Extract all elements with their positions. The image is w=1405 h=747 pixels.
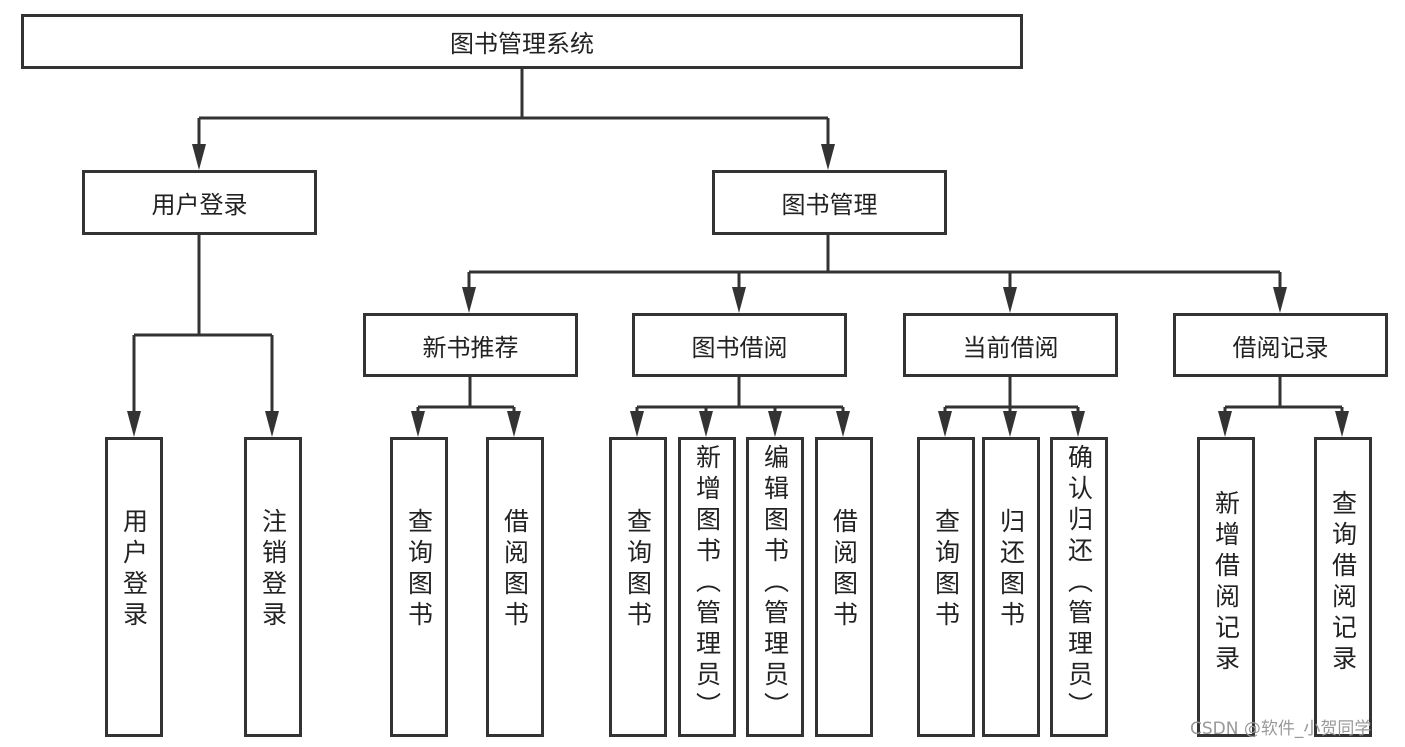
arrowhead-icon [821, 144, 835, 170]
leaf-node: 新增图书（管理员） [678, 437, 736, 737]
arrowhead-icon [768, 411, 782, 437]
module-book-management: 图书管理 [712, 170, 947, 235]
leaf-node: 借阅图书 [486, 437, 544, 737]
module-label: 用户登录 [151, 191, 248, 219]
submodule-borrow-records: 借阅记录 [1173, 313, 1388, 377]
leaf-label: 确认归还（管理员） [1064, 444, 1094, 723]
submodule-label: 图书借阅 [691, 333, 788, 362]
arrowhead-icon [630, 411, 644, 437]
submodule-label: 当前借阅 [962, 333, 1059, 362]
arrowhead-icon [192, 144, 206, 170]
arrowhead-icon [127, 411, 141, 437]
leaf-node: 归还图书 [982, 437, 1040, 737]
arrowhead-icon [1003, 287, 1017, 313]
leaf-node: 编辑图书（管理员） [746, 437, 804, 737]
submodule-label: 新书推荐 [422, 333, 519, 362]
leaf-label: 新增借阅记录 [1211, 490, 1241, 676]
leaf-node: 查询图书 [390, 437, 448, 737]
leaf-label: 用户登录 [119, 508, 149, 632]
arrowhead-icon [732, 287, 746, 313]
leaf-node: 查询借阅记录 [1314, 437, 1372, 737]
arrowhead-icon [1335, 411, 1349, 437]
leaf-label: 注销登录 [258, 508, 288, 632]
leaf-label: 新增图书（管理员） [692, 444, 722, 723]
arrowhead-icon [507, 411, 521, 437]
leaf-label: 借阅图书 [829, 508, 859, 632]
leaf-label: 查询图书 [623, 508, 653, 632]
submodule-new-books: 新书推荐 [363, 313, 578, 377]
submodule-borrow-books: 图书借阅 [632, 313, 847, 377]
watermark: CSDN @软件_小贺同学 [1190, 719, 1372, 739]
leaf-label: 查询图书 [931, 508, 961, 632]
leaf-node: 注销登录 [244, 437, 302, 737]
leaf-node: 查询图书 [917, 437, 975, 737]
arrowhead-icon [462, 287, 476, 313]
leaf-label: 借阅图书 [500, 508, 530, 632]
module-user-login: 用户登录 [82, 170, 317, 235]
leaf-label: 查询图书 [404, 508, 434, 632]
leaf-node: 新增借阅记录 [1197, 437, 1255, 737]
root-node: 图书管理系统 [21, 14, 1023, 69]
leaf-label: 归还图书 [996, 508, 1026, 632]
submodule-current-borrow: 当前借阅 [903, 313, 1118, 377]
arrowhead-icon [699, 411, 713, 437]
leaf-node: 用户登录 [105, 437, 163, 737]
arrowhead-icon [938, 411, 952, 437]
arrowhead-icon [1273, 287, 1287, 313]
leaf-node: 确认归还（管理员） [1050, 437, 1108, 737]
arrowhead-icon [265, 411, 279, 437]
arrowhead-icon [1218, 411, 1232, 437]
arrowhead-icon [411, 411, 425, 437]
leaf-node: 查询图书 [609, 437, 667, 737]
arrowhead-icon [1003, 411, 1017, 437]
leaf-label: 查询借阅记录 [1328, 490, 1358, 676]
arrowhead-icon [836, 411, 850, 437]
root-label: 图书管理系统 [450, 30, 594, 58]
leaf-node: 借阅图书 [815, 437, 873, 737]
arrowhead-icon [1071, 411, 1085, 437]
module-label: 图书管理 [781, 191, 878, 219]
submodule-label: 借阅记录 [1232, 333, 1329, 362]
leaf-label: 编辑图书（管理员） [760, 444, 790, 723]
